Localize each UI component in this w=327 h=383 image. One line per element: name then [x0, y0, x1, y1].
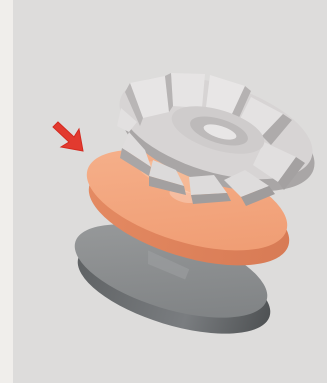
exploded-pad-illustration	[13, 0, 327, 383]
left-side-strip	[0, 0, 13, 383]
product-illustration-canvas	[13, 0, 327, 383]
red-direction-arrow-icon	[53, 122, 83, 151]
